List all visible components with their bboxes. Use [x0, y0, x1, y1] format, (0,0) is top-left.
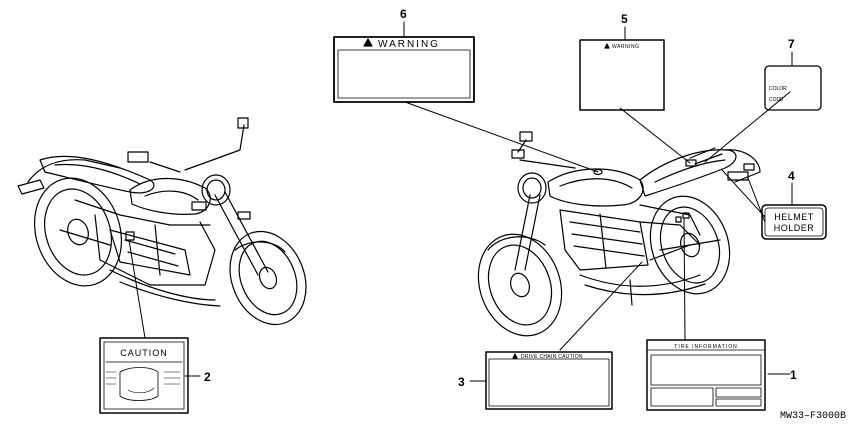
helmet-holder-line2: HOLDER [774, 223, 815, 233]
helmet-holder-label [761, 204, 827, 240]
warning-small-label [579, 39, 665, 111]
callout-1: 1 [790, 368, 797, 382]
warning-large-text: WARNING [378, 39, 440, 50]
callout-7: 7 [788, 37, 795, 51]
helmet-holder-line1: HELMET [774, 212, 814, 222]
color-label-line1: COLOR [769, 86, 787, 92]
callout-2: 2 [204, 370, 211, 384]
warning-small-text: WARNING [612, 44, 639, 50]
drive-chain-caution-label [485, 351, 613, 410]
drive-chain-caution-text: DRIVE CHAIN CAUTION [521, 354, 583, 360]
tire-information-label [646, 339, 766, 411]
leader-lines [128, 21, 793, 382]
right-motorcycle-illustration [477, 131, 761, 337]
color-label-line2: CODE [769, 97, 784, 103]
warning-large-label [333, 36, 475, 103]
color-code-label [764, 65, 822, 111]
figure-code: MW33–F3000B [780, 411, 846, 422]
callout-4: 4 [788, 169, 795, 183]
caution-title: CAUTION [120, 348, 168, 358]
tire-information-text: TIRE INFORMATION [674, 344, 737, 350]
caution-label [99, 337, 189, 414]
left-motorcycle-illustration [17, 117, 307, 326]
callout-3: 3 [458, 375, 465, 389]
callout-6: 6 [400, 7, 407, 21]
callout-5: 5 [621, 12, 628, 26]
